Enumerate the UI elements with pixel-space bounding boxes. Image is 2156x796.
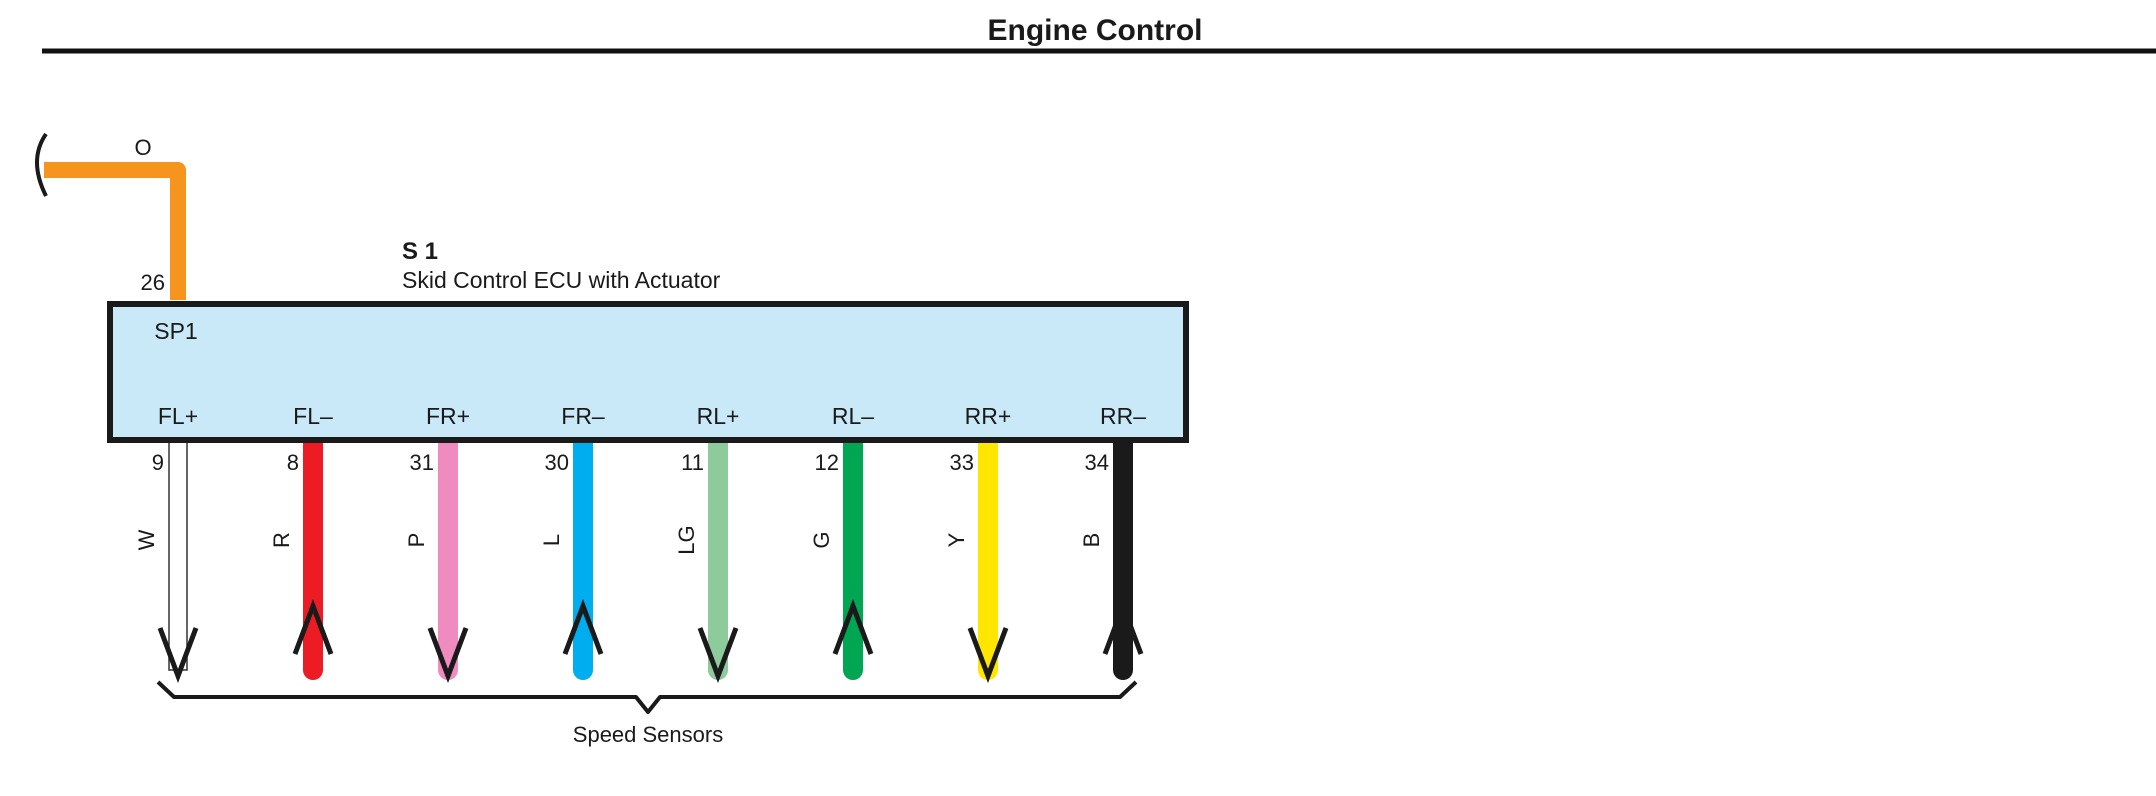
speed-sensors-bracket xyxy=(156,680,1138,714)
wire-color-code: W xyxy=(134,529,159,550)
terminal-label: FR– xyxy=(561,403,605,429)
arrow-up-icon xyxy=(832,598,874,655)
pin-number: 31 xyxy=(410,450,434,475)
wire-g: 12G xyxy=(809,430,874,680)
terminal-label: RR– xyxy=(1100,403,1146,429)
page-title: Engine Control xyxy=(988,14,1203,47)
terminal-label: FL– xyxy=(293,403,333,429)
wire-y: 33Y xyxy=(944,430,1009,684)
connector-break-icon xyxy=(35,132,48,197)
source-pin-number: 26 xyxy=(141,270,165,295)
wire-color-code: Y xyxy=(944,532,969,547)
pin-number: 12 xyxy=(815,450,839,475)
wire-color-code: P xyxy=(404,533,429,548)
wire-w: 9W xyxy=(134,439,199,684)
ecu-box xyxy=(107,301,1189,443)
pin-number: 11 xyxy=(681,450,704,475)
pin-number: 33 xyxy=(950,450,974,475)
terminal-label: FR+ xyxy=(426,403,470,429)
arrow-up-icon xyxy=(1102,598,1144,655)
terminal-label: RL– xyxy=(832,403,874,429)
pin-number: 34 xyxy=(1085,450,1109,475)
wire-w-line xyxy=(168,439,188,671)
terminal-sp1: SP1 xyxy=(154,318,197,344)
component-name: Skid Control ECU with Actuator xyxy=(402,267,721,293)
wire-b: 34B xyxy=(1079,430,1144,680)
wire-color-code: B xyxy=(1079,533,1104,548)
arrow-up-icon xyxy=(562,598,604,655)
speed-sensors-label: Speed Sensors xyxy=(573,722,723,747)
wire-r: 8R xyxy=(269,430,334,680)
wire-color-code: G xyxy=(809,531,834,548)
source-wire: O 26 xyxy=(35,132,186,300)
arrow-down-icon xyxy=(157,627,199,684)
terminal-labels: FL+ FL– FR+ FR– RL+ RL– RR+ RR– xyxy=(158,403,1146,429)
pin-number: 8 xyxy=(287,450,299,475)
terminal-label: RL+ xyxy=(697,403,740,429)
component-id: S 1 xyxy=(402,238,438,265)
wire-color-code: R xyxy=(269,532,294,548)
orange-wire xyxy=(44,162,186,300)
pin-number: 9 xyxy=(152,450,164,475)
wire-p: 31P xyxy=(404,430,469,684)
arrow-down-icon xyxy=(427,627,469,684)
source-wire-color-code: O xyxy=(134,135,151,160)
wire-l: 30L xyxy=(539,430,604,680)
arrow-up-icon xyxy=(292,598,334,655)
terminal-label: FL+ xyxy=(158,403,198,429)
arrow-down-icon xyxy=(967,627,1009,684)
terminal-label: RR+ xyxy=(965,403,1012,429)
arrow-down-icon xyxy=(697,627,739,684)
wire-color-code: LG xyxy=(674,525,699,554)
pin-number: 30 xyxy=(545,450,569,475)
wire-color-code: L xyxy=(539,534,564,546)
